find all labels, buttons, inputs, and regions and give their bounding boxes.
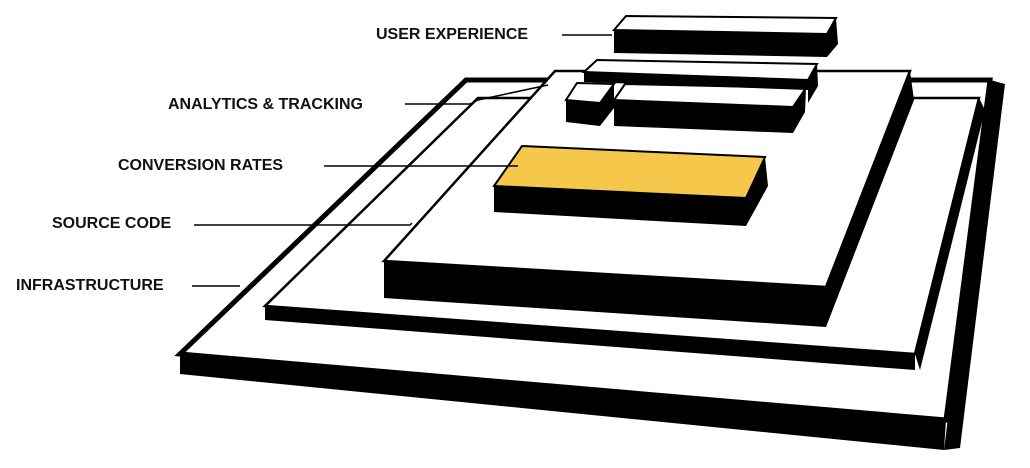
analytics-wide-front [614, 100, 793, 133]
infrastructure-right-side [944, 80, 1005, 450]
ux-block-front [614, 30, 827, 57]
leader-lines [192, 34, 612, 287]
user-experience-block [611, 14, 838, 57]
infrastructure-side [180, 354, 946, 450]
source-code-right-side [915, 98, 985, 370]
analytics-small-top [564, 81, 616, 105]
analytics-leader-line [405, 84, 549, 105]
analytics-wide-right [793, 88, 806, 133]
analytics-bar-top [581, 58, 819, 82]
analytics-blocks [564, 58, 819, 133]
conversion-plateau-side [384, 261, 826, 327]
label-conversion-rates: CONVERSION RATES [118, 157, 284, 174]
ux-block-top [611, 14, 838, 36]
source-code-side [265, 306, 915, 370]
analytics-bar-front [584, 72, 808, 90]
source-code-leader-line [194, 222, 413, 226]
highlight-block-right [746, 157, 768, 226]
analytics-bar-right [808, 64, 818, 103]
analytics-small-front [566, 100, 600, 126]
label-source-code: SOURCE CODE [52, 215, 172, 232]
label-analytics-tracking: ANALYTICS & TRACKING [168, 96, 363, 113]
analytics-small-right [600, 84, 614, 126]
conversion-plateau-right-side [826, 71, 914, 327]
conversion-highlight-block [492, 144, 768, 226]
highlight-block-top [492, 144, 767, 200]
label-user-experience: USER EXPERIENCE [376, 26, 529, 43]
ux-block-right [827, 18, 838, 57]
label-infrastructure: INFRASTRUCTURE [16, 277, 164, 294]
